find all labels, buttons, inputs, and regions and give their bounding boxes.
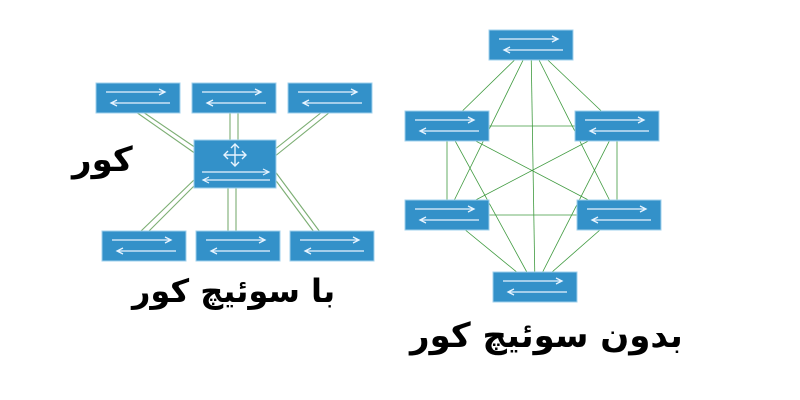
mesh-switch-top [488,29,574,61]
without-core-switch-caption: بدون سوئیچ کور [410,316,683,356]
access-switch-top-right [287,82,373,114]
access-switch-bottom-left [101,230,187,262]
without-core-topology [404,29,662,303]
mesh-switch-right-lower [576,199,662,231]
access-switch-top-middle [191,82,277,114]
with-core-switch-caption: با سوئیچ کور [132,272,336,310]
mesh-switch-right-upper [574,110,660,142]
access-switch-bottom-middle [195,230,281,262]
bidirectional-arrows-icon [201,168,271,184]
with-core-topology [95,82,375,262]
core-switch [193,139,277,189]
access-switch-top-left [95,82,181,114]
access-switch-bottom-right [289,230,375,262]
mesh-switch-bottom [492,271,578,303]
mesh-links [446,43,618,288]
core-label: کور [72,140,133,180]
mesh-switch-left-lower [404,199,490,231]
four-way-arrow-icon [223,143,247,167]
mesh-switch-left-upper [404,110,490,142]
core-links [135,111,331,233]
